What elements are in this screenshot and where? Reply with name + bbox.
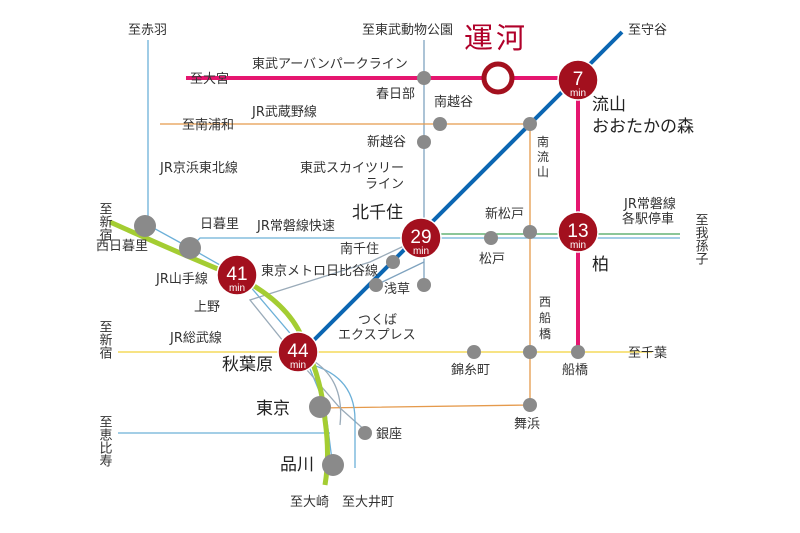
station-minamikoshigaya [433, 117, 447, 131]
badge-nagareyama: 7 min [557, 59, 599, 101]
dir-shinjuku-top: 至新宿 [97, 202, 113, 241]
line-urban-park [186, 76, 580, 350]
label-minamisenju: 南千住 [340, 241, 379, 257]
origin-station-marker [481, 61, 515, 95]
station-asakusa [369, 278, 383, 292]
label-akihabara: 秋葉原 [222, 355, 273, 375]
label-ueno: 上野 [194, 300, 220, 315]
line-asakusa-branch [375, 261, 425, 286]
station-tokyo [309, 396, 331, 418]
dir-chiba: 至千葉 [628, 346, 667, 361]
label-nagareyama-1: 流山 [592, 95, 626, 115]
label-tokyo: 東京 [256, 399, 290, 419]
label-kashiwa: 柏 [592, 255, 609, 275]
badge-circle [557, 59, 599, 101]
label-nishifunabashi-2: 船 [539, 311, 551, 325]
label-minaminagareyama-3: 山 [537, 165, 549, 179]
label-nishinippori: 西日暮里 [96, 239, 148, 254]
badge-unit: min [229, 283, 245, 294]
label-minaminagareyama-2: 流 [537, 150, 549, 164]
badge-unit: min [290, 360, 306, 371]
dir-akabane: 至赤羽 [128, 23, 167, 38]
label-minaminagareyama-1: 南 [537, 134, 549, 149]
badge-minutes: 41 [226, 264, 247, 285]
dir-ebisu: 至恵比寿 [97, 415, 113, 467]
badge-unit: min [413, 246, 429, 257]
label-joban-local-2: 各駅停車 [622, 211, 674, 227]
label-matsudo: 松戸 [479, 252, 505, 267]
label-nagareyama-2: おおたかの森 [592, 117, 694, 137]
label-nishifunabashi-1: 西 [539, 295, 551, 309]
label-shinmatsudo: 新松戸 [485, 206, 524, 222]
dir-osaki: 至大崎 [290, 495, 329, 510]
station-shinagawa [322, 454, 344, 476]
station-kitasenju-sub [417, 278, 431, 292]
label-skytree-1: 東武スカイツリー [300, 160, 404, 176]
label-maihama: 舞浜 [514, 417, 540, 432]
badge-circle [400, 217, 442, 259]
label-joban-rapid: JR常磐線快速 [256, 218, 335, 234]
line-arc-b [311, 359, 342, 426]
dir-abiko: 至我孫子 [693, 213, 709, 265]
badge-unit: min [570, 88, 586, 99]
label-musashino: JR武蔵野線 [251, 104, 317, 120]
label-tsukuba-2: エクスプレス [338, 328, 416, 343]
badge-kitasenju: 29 min [400, 217, 442, 259]
station-nippori [179, 237, 201, 259]
badge-akihabara: 44 min [277, 331, 319, 373]
station-minamisenju [386, 255, 400, 269]
line-musashino [160, 123, 531, 409]
badge-minutes: 13 [567, 221, 588, 242]
label-shinkoshigaya: 新越谷 [367, 134, 406, 150]
badge-unit: min [570, 240, 586, 251]
label-kasukabe: 春日部 [376, 87, 415, 102]
label-yamanote: JR山手線 [155, 271, 208, 287]
dir-moriya: 至守谷 [628, 23, 667, 38]
dir-shinjuku-mid: 至新宿 [97, 320, 113, 359]
badge-ueno: 41 min [216, 254, 258, 296]
line-hibiya [248, 237, 422, 434]
badge-minutes: 7 [573, 69, 584, 90]
badge-circle [557, 211, 599, 253]
station-shinmatsudo [523, 225, 537, 239]
station-nishinippori [134, 215, 156, 237]
station-shinkoshigaya [417, 135, 431, 149]
label-minamikoshigaya: 南越谷 [434, 94, 473, 110]
label-joban-local-1: JR常磐線 [623, 196, 676, 212]
label-nippori: 日暮里 [200, 217, 239, 232]
dir-omiya: 至大宮 [190, 71, 229, 87]
station-kasukabe [417, 71, 431, 85]
station-maihama [523, 398, 537, 412]
station-kinshicho [467, 345, 481, 359]
station-dots [134, 71, 585, 476]
dir-zoo: 至東武動物公園 [362, 22, 453, 38]
label-skytree-2: ライン [365, 177, 404, 192]
label-funabashi: 船橋 [562, 363, 588, 378]
label-kinshicho: 錦糸町 [451, 362, 490, 378]
label-ginza: 銀座 [376, 427, 402, 442]
map-title: 運河 [464, 21, 528, 55]
station-ginza [358, 426, 372, 440]
dir-oimachi: 至大井町 [342, 495, 394, 510]
label-shinagawa: 品川 [280, 455, 314, 475]
label-kitasenju: 北千住 [352, 203, 403, 223]
station-nishifunabashi [523, 345, 537, 359]
dir-minamiurawa: 至南浦和 [182, 117, 234, 133]
label-sobu: JR総武線 [169, 330, 222, 346]
label-hibiya: 東京メトロ日比谷線 [261, 263, 378, 279]
badge-circle [216, 254, 258, 296]
label-asakusa: 浅草 [384, 282, 410, 297]
station-minaminagareyama [523, 117, 537, 131]
label-nishifunabashi-3: 橋 [539, 327, 551, 341]
label-tsukuba-1: つくば [358, 313, 397, 328]
label-keihin: JR京浜東北線 [159, 160, 238, 176]
label-urban-park: 東武アーバンパークライン [252, 56, 408, 72]
station-funabashi [571, 345, 585, 359]
badge-minutes: 29 [410, 227, 431, 248]
badge-kashiwa: 13 min [557, 211, 599, 253]
badge-minutes: 44 [287, 341, 309, 362]
station-matsudo [484, 231, 498, 245]
badge-circle [277, 331, 319, 373]
